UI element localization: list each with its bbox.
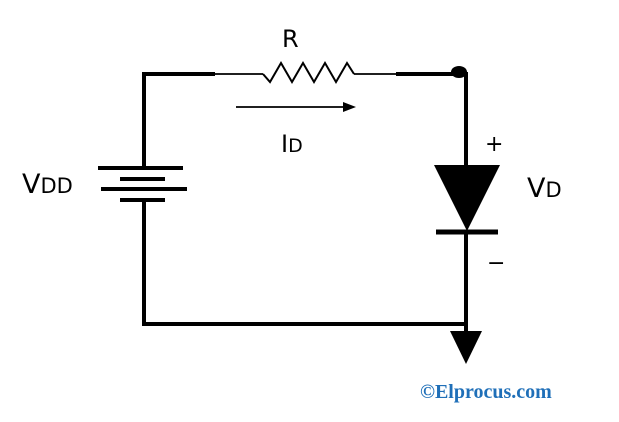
current-label-sub: D xyxy=(288,135,303,157)
current-arrow-head xyxy=(343,102,356,112)
diode-minus-label: − xyxy=(487,251,505,276)
resistor-label: R xyxy=(282,25,299,53)
wire-top-left xyxy=(142,72,215,205)
diode-plus-label: + xyxy=(485,132,503,157)
source-label: VDD xyxy=(22,169,73,200)
source-label-sub: DD xyxy=(40,174,72,198)
diode-voltage-main: V xyxy=(527,173,546,204)
wire-bottom xyxy=(142,200,466,326)
diode-voltage-label: VD xyxy=(527,173,562,204)
ground-arrow xyxy=(450,331,482,364)
watermark: ©Elprocus.com xyxy=(420,381,552,403)
current-label-main: I xyxy=(281,130,288,158)
diode-triangle xyxy=(434,165,500,231)
source-label-main: V xyxy=(22,169,41,200)
resistor xyxy=(262,61,355,84)
current-label: ID xyxy=(281,130,303,158)
diode-voltage-sub: D xyxy=(545,178,561,202)
node-dot xyxy=(451,66,467,78)
